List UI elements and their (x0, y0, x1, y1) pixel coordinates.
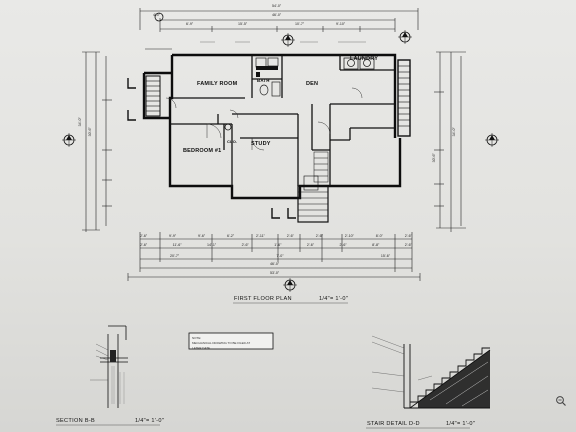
note-line-3: LATER DATE. (192, 346, 211, 350)
dim-label: 2'-6" (140, 234, 148, 238)
dim-label: 8'-8" (372, 243, 380, 247)
dim-label: 11'-6" (172, 243, 182, 247)
dim-label: 6'-2" (227, 234, 235, 238)
room-label-family-room: FAMILY ROOM (197, 81, 238, 87)
dim-label: 20'-7" (170, 254, 180, 258)
dim-right-a: 34'-0" (451, 127, 456, 137)
dim-label: 9'-6" (198, 234, 206, 238)
dim-row-2: 2'-6" 11'-6" 14'-1" 2'-6" 1'-6" 2'-6" 2'… (140, 243, 412, 247)
dim-bottom-total: 53'-0" (270, 271, 280, 275)
stair-detail-title: STAIR DETAIL D-D (367, 421, 420, 427)
dim-top-seg2: 15'-5" (238, 22, 248, 26)
dim-label: 8'-0" (375, 234, 383, 238)
dim-left-a: 34'-0" (77, 117, 82, 127)
room-label-den: DEN (306, 81, 319, 87)
dim-label: 7'-0" (276, 254, 284, 258)
dim-top-seg4: 9'-10" (336, 22, 346, 26)
dim-label: 2'-6" (306, 243, 315, 247)
mechanical-note: NOTE: MECHANICAL DRAWING TO BE FILED AT … (192, 336, 272, 350)
room-label-laundry: LAUNDRY (350, 56, 379, 62)
dim-label: 2'-6" (241, 243, 249, 247)
dim-label: 2'-11" (256, 234, 265, 238)
room-label-bedroom: BEDROOM #1 (183, 148, 222, 154)
dim-top-upper: 46'-0" (272, 13, 282, 17)
room-label-closet: CLO. (227, 139, 238, 144)
note-line-1: NOTE: (192, 336, 202, 340)
dim-label: 15'-6" (380, 254, 390, 258)
dim-row-1: 2'-6" 9'-9" 9'-6" 6'-2" 2'-11" 2'-6" 2'-… (140, 234, 412, 238)
section-scale: 1/4"= 1'-0" (135, 418, 165, 424)
dim-label: 2'-6" (404, 234, 412, 238)
dim-top-left: 4'-0" (153, 13, 161, 17)
dim-left-b: 30'-6" (87, 127, 92, 137)
dim-label: 2'-10" (344, 234, 354, 238)
floor-plan-title: FIRST FLOOR PLAN (234, 296, 292, 302)
room-label-bath: BATH (257, 78, 270, 83)
magnifier-icon[interactable] (555, 395, 567, 407)
dim-top-overall: 54'-0" (272, 4, 282, 8)
dim-top-seg3: 10'-7" (295, 22, 305, 26)
dim-right-b: 30'-6" (431, 153, 436, 163)
dim-label: 1'-6" (274, 243, 282, 247)
dim-label: 2'-6" (404, 243, 412, 247)
room-label-study: STUDY (251, 141, 271, 147)
dim-label: 2'-6" (286, 234, 294, 238)
dim-label: 2'-6" (140, 243, 148, 247)
section-title: SECTION B-B (56, 418, 96, 424)
dim-label: 2'-6" (339, 243, 347, 247)
dim-top-seg1: 6'-9" (186, 22, 194, 26)
dim-label: 9'-9" (169, 234, 177, 238)
stair-detail-scale: 1/4"= 1'-0" (446, 421, 476, 427)
note-line-2: MECHANICAL DRAWING TO BE FILED AT (192, 341, 251, 345)
dim-row-3: 20'-7" 7'-0" 15'-6" (170, 254, 390, 258)
floor-plan-scale: 1/4"= 1'-0" (319, 296, 349, 302)
dim-label: 14'-1" (206, 243, 217, 247)
dim-bottom-overall: 46'-0" (270, 262, 280, 266)
dim-label: 2'-6" (315, 234, 323, 238)
